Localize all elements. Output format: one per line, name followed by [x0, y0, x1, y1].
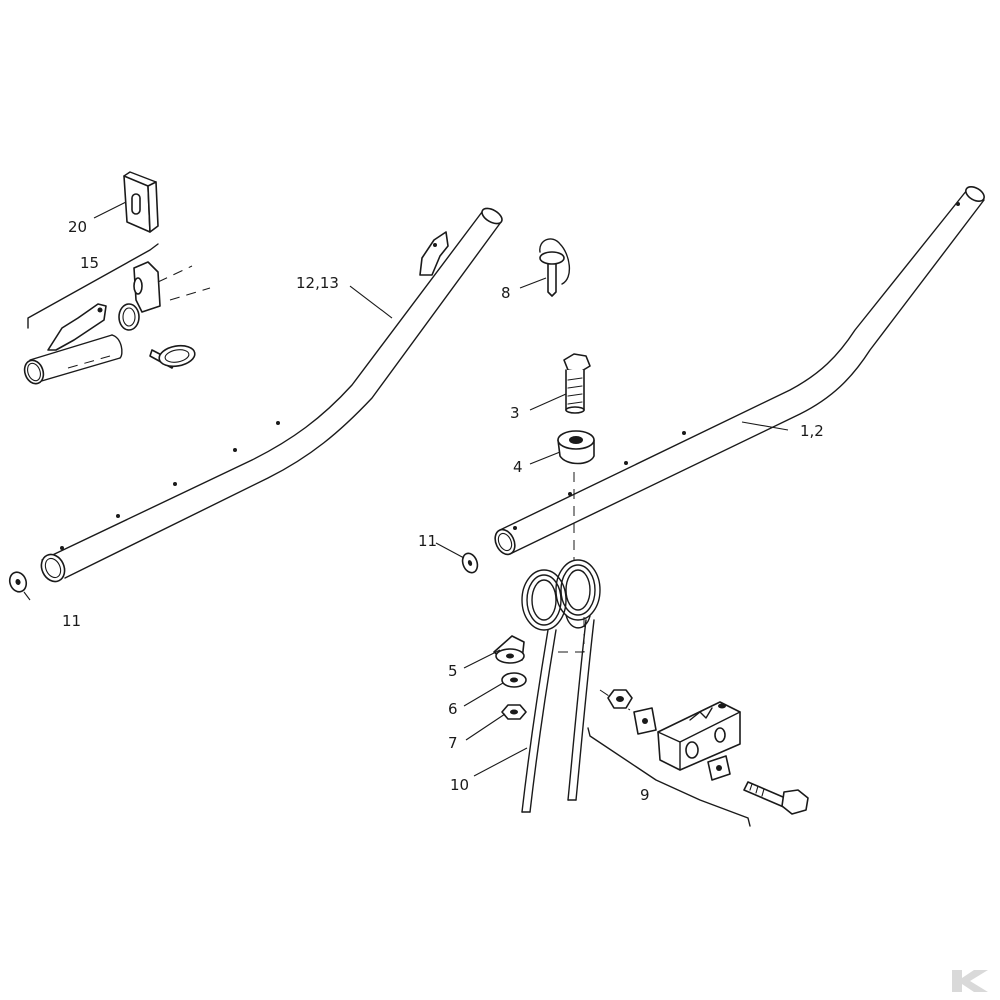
washer-left	[8, 571, 28, 593]
callout-20: 20	[68, 218, 87, 236]
callout-3: 3	[510, 404, 520, 422]
tine-bar-tube-right	[494, 185, 985, 556]
tube-adapter-group	[23, 243, 211, 385]
callout-11-left: 11	[62, 612, 81, 630]
callout-7: 7	[448, 734, 458, 752]
flat-washer	[501, 672, 527, 688]
callout-5: 5	[448, 662, 458, 680]
callout-8: 8	[501, 284, 511, 302]
callout-15: 15	[80, 254, 99, 272]
spacer	[557, 430, 595, 465]
tine-bar-tube-left	[40, 207, 503, 583]
tine-clamp-set	[587, 689, 809, 827]
washer-right	[461, 552, 479, 574]
callout-9: 9	[640, 786, 650, 804]
leader-lines	[23, 201, 789, 777]
tine-clamp-plate	[493, 635, 525, 664]
callout-11-right: 11	[418, 532, 437, 550]
brand-logo-watermark	[952, 970, 988, 992]
hex-nut	[501, 704, 527, 720]
callout-4: 4	[513, 458, 523, 476]
callout-10: 10	[450, 776, 469, 794]
callout-12-13: 12,13	[296, 274, 339, 292]
hex-bolt	[563, 353, 591, 414]
double-spring-tine	[521, 559, 601, 813]
clip-bracket	[123, 171, 159, 233]
callout-6: 6	[448, 700, 458, 718]
callout-1-2: 1,2	[800, 422, 824, 440]
linch-pin	[539, 238, 570, 297]
